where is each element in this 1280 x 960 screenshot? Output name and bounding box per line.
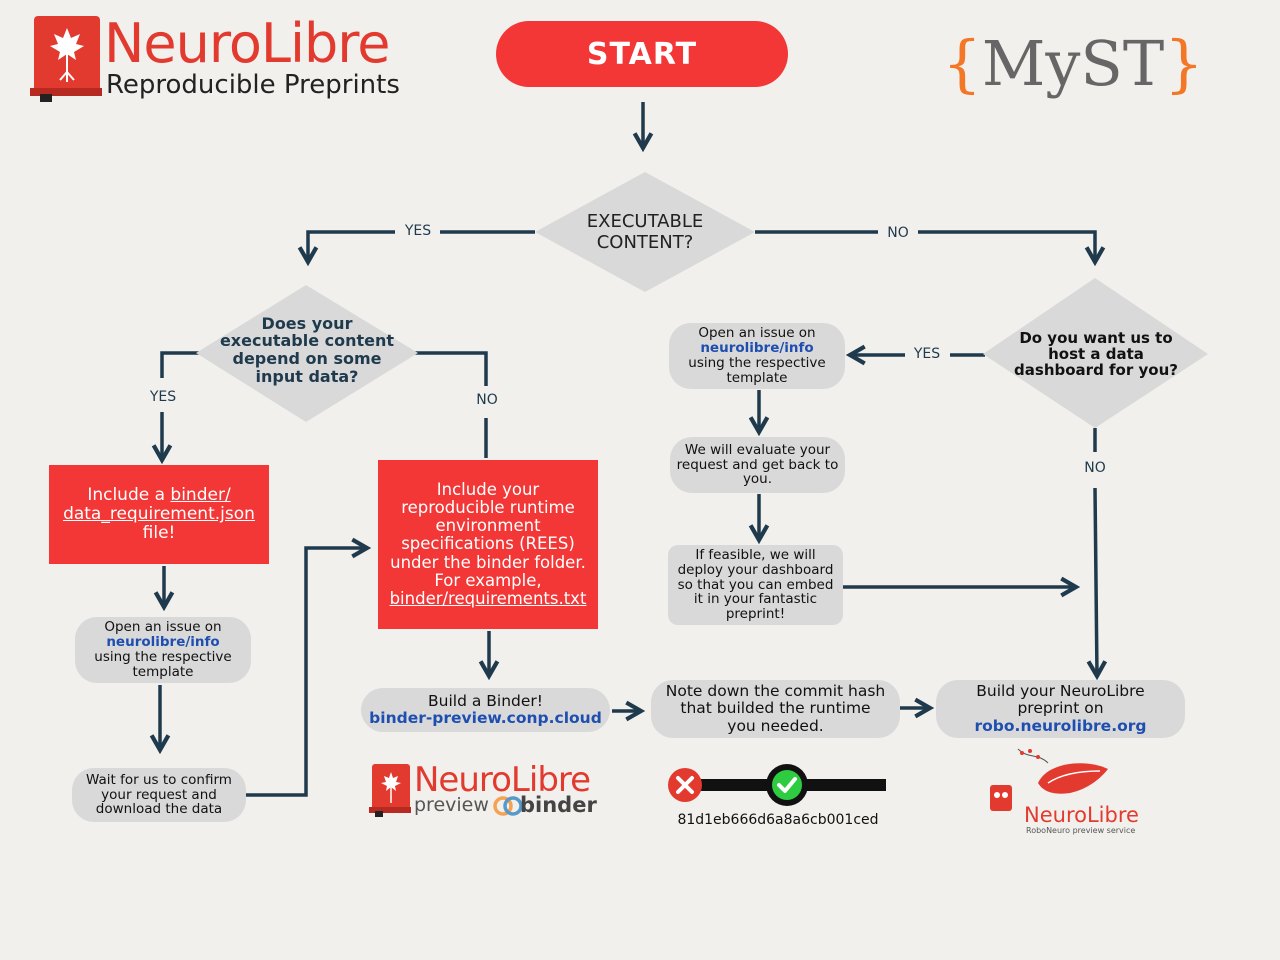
final-build-line2: preprint on: [1017, 699, 1104, 718]
label-dashboard-no: NO: [1084, 460, 1106, 476]
right-issue-node: Open an issue on neurolibre/info using t…: [669, 323, 845, 389]
myst-logo: {MyST}: [942, 18, 1203, 108]
evaluate-text: We will evaluate your request and get ba…: [676, 441, 839, 488]
start-label: START: [586, 36, 698, 72]
label-executable-no: NO: [887, 225, 909, 241]
binder-logo-word: binder: [520, 793, 597, 817]
right-issue-link[interactable]: neurolibre/info: [700, 340, 814, 357]
neurolibre-logo-subtitle: Reproducible Preprints: [106, 70, 400, 100]
error-x-icon: [668, 768, 702, 802]
rees-link[interactable]: binder/requirements.txt: [389, 588, 587, 608]
data-req-link[interactable]: binder/ data_requirement.json: [63, 485, 255, 525]
roboneuro-logo: NeuroLibre RoboNeuro preview service: [978, 745, 1178, 840]
commit-hash-graphic: 81d1eb666d6a8a6cb001ced: [666, 760, 890, 836]
left-issue-line2: using the respective template: [94, 649, 232, 680]
deploy-text: If feasible, we will deploy your dashboa…: [677, 546, 834, 623]
deploy-node: If feasible, we will deploy your dashboa…: [668, 545, 843, 625]
final-build-link[interactable]: robo.neurolibre.org: [974, 716, 1147, 735]
data-req-suffix: file!: [142, 522, 176, 543]
final-build-line1: Build your NeuroLibre: [976, 682, 1145, 701]
wait-text: Wait for us to confirm your request and …: [86, 771, 232, 818]
arrow-executable-yes: [308, 230, 535, 262]
rees-box: Include your reproducible runtime enviro…: [378, 460, 598, 629]
myst-brace-left: [958, 18, 998, 108]
executable-question: EXECUTABLE CONTENT?: [586, 211, 704, 253]
success-check-icon: [766, 764, 808, 806]
arrow-executable-no: [755, 230, 1095, 262]
neurolibre-logo-title: NeuroLibre: [104, 12, 390, 75]
final-build-node: Build your NeuroLibre preprint on robo.n…: [936, 680, 1185, 738]
label-dashboard-yes: YES: [913, 346, 941, 362]
build-binder-link[interactable]: binder-preview.conp.cloud: [369, 709, 602, 727]
start-node: START: [496, 21, 788, 87]
preview-logo-title: NeuroLibre: [414, 760, 591, 800]
roboneuro-brain-icon: [990, 748, 1108, 811]
arrow-input-no: [415, 351, 488, 458]
data-requirement-box: Include a binder/ data_requirement.json …: [49, 465, 269, 564]
label-input-yes: YES: [149, 389, 177, 405]
dashboard-question: Do you want us to host a data dashboard …: [1014, 329, 1178, 379]
wait-node: Wait for us to confirm your request and …: [72, 768, 246, 822]
note-commit-node: Note down the commit hash that builded t…: [651, 680, 900, 738]
roboneuro-logo-subtitle: RoboNeuro preview service: [1026, 826, 1136, 835]
label-executable-yes: YES: [404, 223, 432, 239]
myst-logo-text: {MyST}: [942, 26, 1204, 100]
arrow-dashboard-no: [1095, 428, 1097, 676]
binder-rings-icon: [493, 796, 523, 816]
label-input-no: NO: [476, 392, 498, 408]
diamond-input-data: [196, 285, 418, 422]
preview-logo-word: preview: [414, 794, 489, 816]
rees-text: Include your reproducible runtime enviro…: [390, 480, 586, 590]
commit-hash-text: 81d1eb666d6a8a6cb001ced: [677, 812, 879, 828]
left-issue-node: Open an issue on neurolibre/info using t…: [75, 617, 251, 683]
data-req-prefix: Include a: [87, 485, 171, 506]
right-issue-line2: using the respective template: [688, 355, 826, 386]
left-issue-line1: Open an issue on: [104, 619, 222, 636]
arrow-input-yes: [162, 351, 200, 460]
build-binder-node: Build a Binder! binder-preview.conp.clou…: [361, 688, 610, 732]
neurolibre-book-icon: [30, 16, 102, 102]
note-commit-text: Note down the commit hash that builded t…: [665, 682, 886, 735]
right-issue-line1: Open an issue on: [698, 325, 816, 342]
diamond-executable: [535, 172, 755, 292]
roboneuro-logo-title: NeuroLibre: [1024, 803, 1139, 827]
evaluate-node: We will evaluate your request and get ba…: [670, 437, 845, 493]
diamond-dashboard: [983, 278, 1208, 428]
build-binder-title: Build a Binder!: [428, 691, 543, 710]
neurolibre-logo: NeuroLibre Reproducible Preprints: [28, 12, 428, 104]
neurolibre-preview-binder-logo: NeuroLibre preview binder: [368, 760, 608, 820]
input-data-question: Does your executable content depend on s…: [219, 313, 395, 386]
arrow-wait-to-rees: [246, 537, 372, 797]
left-issue-link[interactable]: neurolibre/info: [106, 634, 220, 651]
neurolibre-book-small-icon: [369, 764, 411, 817]
